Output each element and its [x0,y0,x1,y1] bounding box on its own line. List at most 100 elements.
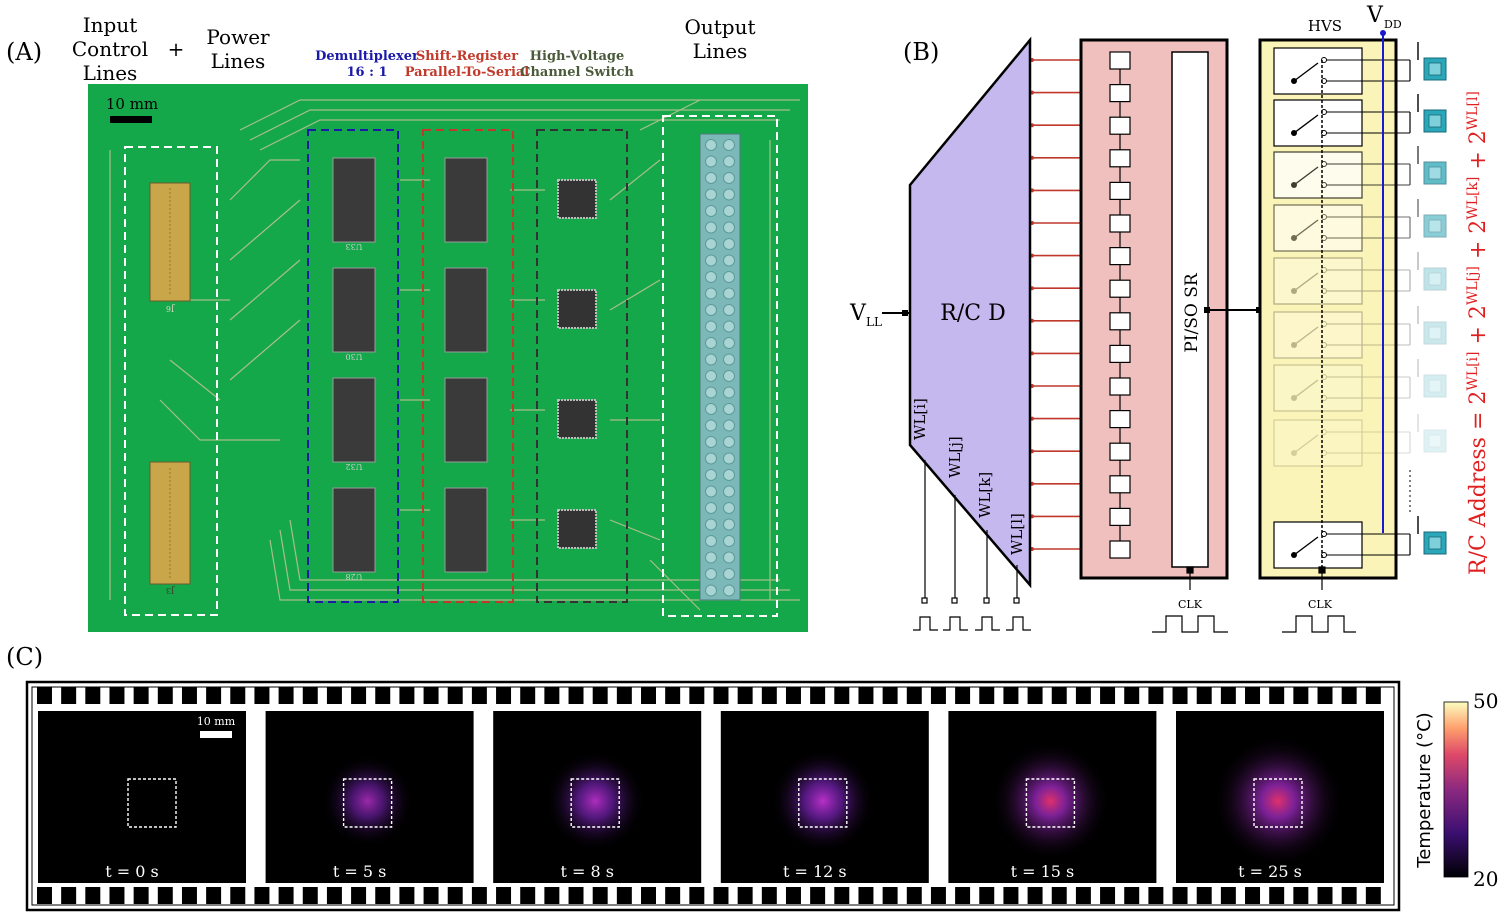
sprocket-hole [1196,687,1212,704]
output-pin [723,386,735,399]
sprocket-hole [737,687,753,704]
colorbar-label: Temperature (°C) [1414,712,1435,868]
output-pin [723,238,735,250]
wl-label: WL[l] [1008,513,1026,555]
thermal-frame: t = 25 s [1176,711,1384,883]
output-pin [705,436,717,448]
output-pin [723,139,735,151]
address-plus: + 2 [1466,305,1491,351]
pad-inner [1428,219,1442,233]
panel-c-label: (C) [6,643,43,671]
pad-outer [1423,321,1447,345]
output-pin [723,287,735,300]
heading-line: Output [684,15,755,39]
heading-line: Power [206,25,270,49]
shift-register-cell [1109,247,1131,266]
output-pin [723,320,735,333]
connector-j6: J6 [149,182,191,313]
sprocket-hole [1172,887,1188,904]
sprocket-hole [520,887,536,904]
thermal-scale-label: 10 mm [197,715,236,728]
thermal-frame: t = 15 s [948,711,1157,883]
switch-box [1273,311,1363,359]
sprocket-hole [399,687,415,704]
heat-spot [770,749,875,853]
sprocket-hole [834,687,850,704]
sprocket-hole [302,687,318,704]
frame-time-label: t = 0 s [105,862,158,881]
sprocket-hole [37,887,52,904]
vdd-label: V [1366,3,1384,28]
sprocket-hole [447,887,463,904]
wl-inputs [913,460,1031,631]
sprocket-hole [1075,687,1091,704]
switch-blade [1293,272,1319,292]
switch-blade [1293,114,1319,134]
film-strip [25,680,1401,912]
vdd-supply: V DD [1366,3,1402,533]
switch-pivot [1291,450,1297,456]
sprocket-hole [157,687,173,704]
output-pin [705,584,717,597]
output-pin [723,304,735,316]
output-heading: Output Lines [684,15,755,63]
frame-time-label: t = 15 s [1011,862,1075,881]
switch-box [1273,257,1363,305]
demux-chips [332,157,376,573]
output-pin [723,568,735,580]
output-pad [1423,531,1447,555]
vdd-sub: DD [1384,18,1402,31]
switch-box [1273,99,1363,147]
power-heading: Power Lines [206,25,270,73]
colorbar-min: 20 [1473,867,1498,891]
colorbar [1443,701,1469,878]
sprocket-hole [1003,887,1019,904]
hv-switch [1273,359,1419,412]
sprocket-hole [133,887,149,904]
pad-outer [1423,374,1447,398]
output-pin [705,535,717,547]
output-pin [723,254,735,267]
sprocket-hole [737,887,753,904]
pad-inner [1428,166,1442,180]
sprocket-hole [1124,887,1140,904]
sprocket-hole [1365,687,1381,704]
output-pin [723,452,735,465]
output-pin [723,419,735,432]
hv-switch [1273,414,1419,467]
output-pin [723,485,735,498]
output-pin [723,271,735,283]
demux-chip [332,377,376,463]
address-exponent: WL[i] [1465,352,1481,391]
sprocket-hole [254,687,270,704]
roi-box [1025,778,1076,828]
frame-time-label: t = 25 s [1238,862,1302,881]
sprocket-hole [471,887,487,904]
output-pin [705,254,717,267]
sprocket-hole [544,887,560,904]
switch-pivot [1291,288,1297,294]
shift-register-cell [1109,475,1131,494]
sprocket-hole [399,887,415,904]
shift-register-cell [1109,540,1131,559]
output-connector [699,133,741,601]
sprocket-hole [1075,887,1091,904]
pad-inner [1428,379,1442,393]
output-pin [705,568,717,580]
heading-line: 16 : 1 [347,65,388,80]
sprocket-hole [447,687,463,704]
pad-inner [1428,62,1442,76]
wl-label: WL[k] [976,472,994,518]
hv-chip [557,399,597,439]
sprocket-hole [955,887,971,904]
shift-register-cell [1109,181,1131,200]
sprocket-hole [157,887,173,904]
output-pin [723,403,735,415]
output-pin [705,370,717,382]
shift-register-box [422,129,514,603]
chip-label: U30 [346,352,363,361]
switch-blade [1293,219,1319,239]
shift-heading: Shift-Register Parallel-To-Serial [405,49,530,80]
output-pin [705,155,717,168]
demux-chip [332,487,376,573]
